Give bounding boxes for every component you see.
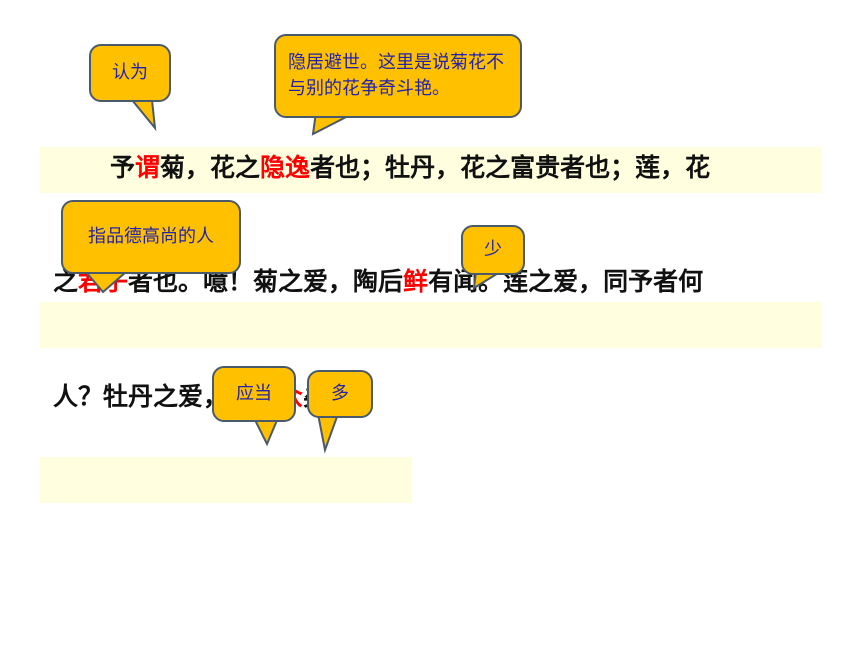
- note-bubble-yinyi[interactable]: 隐居避世。这里是说菊花不与别的花争奇斗艳。: [274, 34, 522, 118]
- tail-wei: [129, 99, 157, 132]
- line1-mid: 菊，花之: [160, 153, 261, 182]
- note-xian: 少: [484, 239, 502, 260]
- word-wei[interactable]: 谓: [135, 153, 161, 182]
- note-bubble-yi[interactable]: 应当: [212, 366, 296, 422]
- note-yi: 应当: [236, 383, 272, 404]
- note-bubble-wei[interactable]: 认为: [89, 44, 171, 102]
- text-band-1: [40, 147, 822, 193]
- note-yinyi: 隐居避世。这里是说菊花不与别的花争奇斗艳。: [288, 52, 504, 99]
- text-band-3: [40, 457, 412, 503]
- note-bubble-xian[interactable]: 少: [461, 225, 525, 275]
- text-band-2: [40, 302, 822, 348]
- word-xian[interactable]: 鲜: [403, 267, 429, 296]
- note-junzi: 指品德高尚的人: [88, 226, 214, 247]
- line1-pre: 予: [110, 153, 136, 182]
- note-bubble-zhong[interactable]: 多: [307, 370, 373, 418]
- word-yinyi[interactable]: 隐逸: [260, 153, 311, 182]
- note-bubble-junzi[interactable]: 指品德高尚的人: [61, 200, 241, 274]
- tail-zhong: [316, 413, 340, 454]
- note-wei: 认为: [112, 62, 148, 83]
- line1-post: 者也；牡丹，花之富贵者也；莲，花: [310, 153, 711, 182]
- text-line-1: 予谓菊，花之隐逸者也；牡丹，花之富贵者也；莲，花: [110, 148, 710, 184]
- line3-pre: 人？牡丹之爱，: [53, 382, 229, 411]
- note-zhong: 多: [331, 383, 349, 404]
